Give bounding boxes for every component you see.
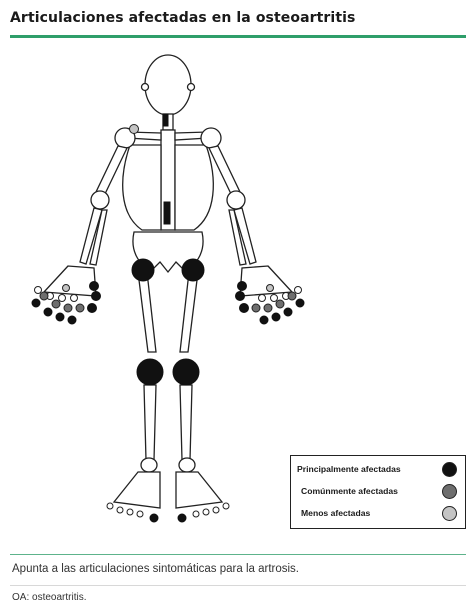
legend-swatch (442, 506, 457, 521)
legend-label: Principalmente afectadas (297, 464, 401, 474)
figure-caption: Apunta a las articulaciones sintomáticas… (12, 563, 299, 575)
skull (145, 55, 191, 115)
caption-divider (10, 554, 466, 555)
legend: Principalmente afectadas Comúnmente afec… (290, 455, 466, 529)
legend-swatch (442, 462, 457, 477)
legend-label: Comúnmente afectadas (301, 486, 398, 496)
figure-header: Articulaciones afectadas en la osteoartr… (10, 6, 466, 30)
legend-swatch (442, 484, 457, 499)
footnote-divider (10, 585, 466, 586)
figure-title: Articulaciones afectadas en la osteoartr… (10, 6, 466, 30)
legend-item: Comúnmente afectadas (291, 483, 465, 503)
title-underline (10, 35, 466, 38)
legend-label: Menos afectadas (301, 508, 370, 518)
legend-item: Menos afectadas (291, 505, 465, 525)
legend-item: Principalmente afectadas (291, 461, 465, 481)
footnote: OA: osteoartritis. (12, 592, 86, 603)
